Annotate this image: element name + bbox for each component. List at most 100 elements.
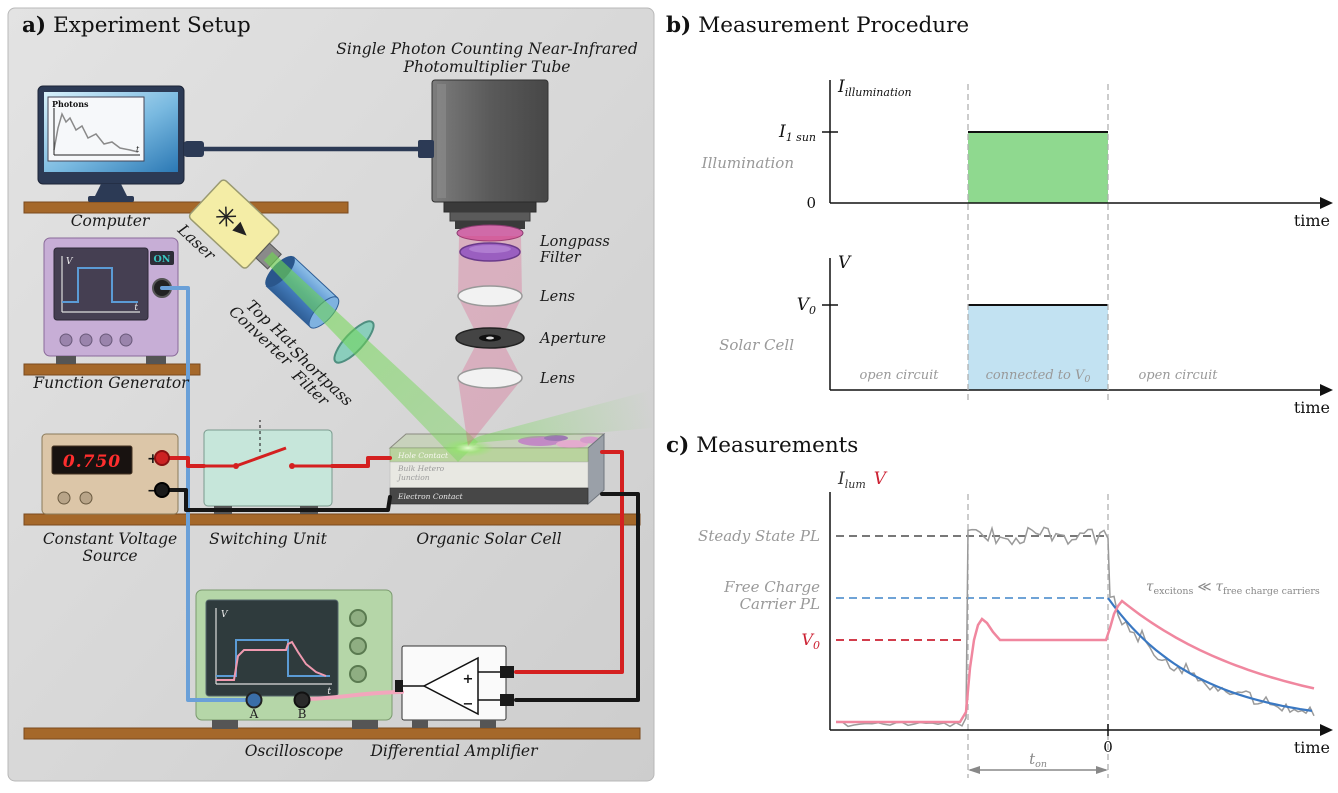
organic-solar-cell: Hole Contact Bulk Hetero Junction Electr… bbox=[388, 432, 606, 506]
osc-port-a bbox=[245, 691, 263, 709]
voltage-xlabel: time bbox=[1294, 398, 1330, 417]
minus-terminal bbox=[154, 482, 170, 498]
aperture-label: Aperture bbox=[538, 331, 606, 347]
pmt-label-2: Photomultiplier Tube bbox=[403, 58, 571, 76]
fg-axis-v: V bbox=[66, 257, 74, 267]
cvs-label-1: Constant Voltage bbox=[43, 530, 177, 548]
voltage-trace bbox=[836, 599, 1315, 724]
pmt-label-1: Single Photon Counting Near-Infrared bbox=[336, 40, 638, 58]
photon-count-trace bbox=[53, 111, 139, 153]
minus-terminal-label: − bbox=[147, 483, 159, 499]
panel-b-measurement-procedure: b)Measurement Procedure Iillumination I1… bbox=[666, 13, 1333, 417]
cell-to-amp-red-wire bbox=[514, 450, 624, 674]
zero-tick-label: 0 bbox=[1103, 738, 1113, 756]
oscilloscope: V t bbox=[195, 589, 393, 729]
oscilloscope-label: Oscilloscope bbox=[245, 742, 344, 760]
illumination-pulse bbox=[968, 132, 1108, 203]
fg-axis-t: t bbox=[134, 303, 138, 313]
optics-stack bbox=[455, 242, 525, 389]
plus-terminal-label: + bbox=[147, 451, 159, 467]
switch-arm bbox=[235, 446, 287, 468]
differential-amplifier: + − bbox=[401, 645, 507, 728]
illumination-side-label: Illumination bbox=[701, 154, 794, 172]
diff-amp-label: Differential Amplifier bbox=[369, 742, 539, 760]
fg-square-pulse bbox=[62, 267, 138, 303]
osc-axis-v: V bbox=[221, 610, 229, 620]
switching-unit-label: Switching Unit bbox=[209, 530, 328, 548]
opamp-plus: + bbox=[463, 672, 474, 687]
fg-knob bbox=[59, 333, 73, 347]
oscilloscope-screen bbox=[205, 599, 339, 697]
free-charge-label-2: Carrier PL bbox=[740, 595, 820, 613]
voltage-side-label: Solar Cell bbox=[719, 336, 794, 354]
beam-spot bbox=[442, 439, 494, 457]
voltage-ytick: V0 bbox=[797, 295, 816, 317]
osc-axis-t: t bbox=[327, 687, 331, 697]
cvs-knob bbox=[57, 491, 71, 505]
voltage-pulse bbox=[968, 305, 1108, 390]
osc-knob bbox=[349, 665, 367, 683]
monitor-stand bbox=[95, 184, 127, 196]
computer-monitor: Photons t bbox=[37, 85, 185, 202]
reflected-beam bbox=[462, 390, 652, 444]
monitor-cable-connector bbox=[184, 141, 204, 157]
osc-knob bbox=[349, 637, 367, 655]
opamp-triangle bbox=[422, 656, 479, 716]
illumination-xlabel: time bbox=[1294, 211, 1330, 230]
solar-cell-morphology-pattern bbox=[518, 435, 600, 448]
voltage-ylabel: V bbox=[838, 253, 852, 273]
laser-beam bbox=[263, 251, 478, 462]
amp-input-terminal-bottom bbox=[500, 694, 514, 706]
bhj-label-1: Bulk Hetero bbox=[397, 464, 445, 473]
v0-label: V0 bbox=[801, 630, 820, 652]
measurements-xlabel: time bbox=[1294, 738, 1330, 757]
panel-a-title: a)Experiment Setup bbox=[22, 13, 251, 38]
cvs-label-2: Source bbox=[82, 547, 137, 565]
function-generator: V t ON bbox=[43, 237, 179, 364]
shelf-computer bbox=[23, 201, 349, 214]
pmt-cable-connector bbox=[418, 140, 434, 158]
terminals: A B bbox=[154, 450, 514, 721]
steady-state-pl-label: Steady State PL bbox=[698, 527, 820, 545]
shelf-middle bbox=[23, 513, 641, 526]
t-on-label: ton bbox=[1029, 750, 1047, 770]
fg-knob bbox=[99, 333, 113, 347]
opamp-minus: − bbox=[463, 697, 474, 712]
voltage-display bbox=[51, 445, 133, 475]
bhj-label-2: Junction bbox=[396, 473, 430, 482]
lens-top bbox=[457, 285, 523, 307]
panel-c-title: c)Measurements bbox=[666, 433, 858, 458]
computer-axis-t: t bbox=[136, 145, 140, 154]
pmt-entrance-lens bbox=[456, 224, 524, 242]
cvs-to-switch-wire bbox=[166, 456, 206, 468]
voltage-display-value: 0.750 bbox=[63, 452, 121, 472]
free-charge-label-1: Free Charge bbox=[723, 578, 820, 596]
region-connected: connected to V0 bbox=[986, 368, 1091, 385]
electron-contact-label: Electron Contact bbox=[397, 492, 464, 501]
lens-bottom-label: Lens bbox=[539, 371, 575, 387]
osc-pink-trace bbox=[216, 640, 327, 681]
amp-input-terminal-top bbox=[500, 666, 514, 678]
osc-port-b bbox=[293, 691, 311, 709]
illumination-ytick: I1 sun bbox=[778, 122, 816, 144]
computer-label: Computer bbox=[71, 212, 151, 230]
fg-knob bbox=[79, 333, 93, 347]
wires bbox=[160, 286, 640, 702]
cell-to-amp-black-wire bbox=[514, 492, 640, 702]
switching-unit bbox=[203, 420, 333, 514]
cvs-to-cell-black-wire bbox=[166, 488, 392, 512]
illumination-ylabel: Iillumination bbox=[837, 77, 912, 99]
constant-voltage-source: 0.750 + − bbox=[41, 433, 179, 515]
amp-output-terminal bbox=[395, 680, 403, 692]
illumination-zero: 0 bbox=[806, 194, 816, 212]
photon-plot-title: Photons bbox=[52, 99, 89, 109]
lens-bottom bbox=[457, 367, 523, 389]
region-open-circuit-left: open circuit bbox=[859, 368, 939, 383]
laser-hazard-icon bbox=[216, 206, 237, 227]
cvs-knob bbox=[79, 491, 93, 505]
